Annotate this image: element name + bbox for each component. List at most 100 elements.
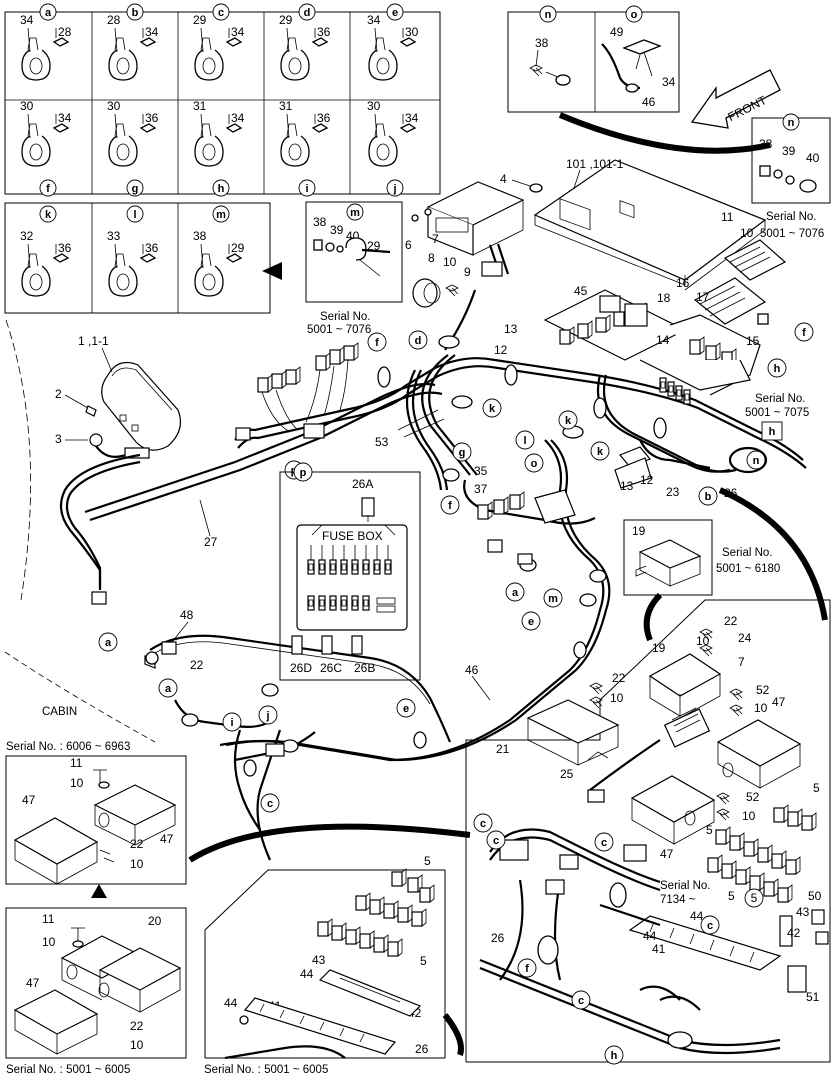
buzzer-8 (412, 278, 459, 308)
right-callout-c-2-ring (594, 832, 614, 852)
front-arrow: FRONT (558, 69, 781, 154)
right-part-10-13: 10 (742, 809, 756, 823)
right-part-22-0: 22 (724, 614, 738, 628)
clamp-g (108, 135, 138, 167)
box19-serial-range: 5001 ~ 6180 (716, 563, 780, 575)
main-callout-k-2-ring (482, 398, 502, 418)
detail-grid-k-m (4, 202, 282, 314)
callout-c: c (218, 7, 224, 19)
detail-box-n-serial: n 38 39 40 Serial No. 5001 ~ 7076 (751, 113, 831, 240)
left-box1-part-10b: 10 (130, 857, 144, 871)
right-callout-f-4: f (525, 963, 529, 975)
label-27: 27 (204, 535, 218, 549)
main-harness (59, 159, 807, 861)
main-callout-e-11: e (528, 616, 534, 628)
label-8: 8 (428, 251, 435, 265)
part-30-f: 30 (20, 99, 34, 113)
part-36-k: 36 (58, 241, 72, 255)
right-part-10-1: 10 (696, 634, 710, 648)
main-callout-b-21: b (705, 491, 712, 503)
label-37: 37 (474, 482, 488, 496)
right-part-25-11: 25 (560, 767, 574, 781)
part-39: 39 (330, 223, 344, 237)
callout-e: e (392, 7, 398, 19)
part-38-m: 38 (193, 229, 207, 243)
main-callout-b-21-ring (698, 486, 718, 506)
main-callout-j-15-ring (258, 705, 278, 725)
bottom-mid-part-44a: 44 (300, 967, 314, 981)
right-callout-c-2: c (601, 837, 607, 849)
right-part-5-16: 5 (706, 823, 713, 837)
main-callout-f-1-ring (367, 332, 387, 352)
part-34-j: 34 (405, 111, 419, 125)
main-callout-k-7-ring (590, 441, 610, 461)
callout-l-ring (126, 205, 144, 223)
right-detail-panel (465, 599, 831, 1063)
instrument-cluster (85, 362, 181, 459)
serial-h-label: Serial No. (755, 393, 806, 405)
label-16: 16 (676, 276, 690, 290)
main-callout-a-9-ring (505, 582, 525, 602)
right-part-47-14: 47 (660, 847, 674, 861)
right-part-7-3: 7 (738, 655, 745, 669)
part-31-h: 31 (193, 99, 207, 113)
callout-m-letter: m (350, 207, 360, 219)
main-callout-i-14: i (230, 717, 233, 729)
part-34-a: 34 (20, 13, 34, 27)
left-detail-box-2: 11 10 20 47 22 10 Serial No. : 5001 ~ 60… (5, 907, 187, 1076)
label-18: 18 (657, 291, 671, 305)
right-part-5-17: 5 (728, 889, 735, 903)
detail-box-m-serial: m 38 39 40 29 Serial No. 5001 ~ 7076 (305, 201, 403, 336)
right-part-47-9: 47 (772, 695, 786, 709)
left-detail-box-1: Serial No. : 6006 ~ 6963 11 10 47 22 10 … (5, 741, 187, 898)
label-45: 45 (574, 284, 588, 298)
callout-h: h (218, 183, 225, 195)
callout-g: g (132, 183, 139, 195)
right-callout-c-0: c (480, 818, 486, 830)
callout-f-ring (39, 179, 57, 197)
left-box2-part-10: 10 (42, 935, 56, 949)
callout-d: d (304, 7, 311, 19)
label-2: 2 (55, 387, 62, 401)
label-9: 9 (464, 265, 471, 279)
part-33-l: 33 (107, 229, 121, 243)
main-callout-a-12-ring (98, 632, 118, 652)
callout-k: k (45, 209, 52, 221)
left-box1-part-47b: 47 (160, 832, 174, 846)
part-36-d: 36 (317, 25, 331, 39)
left-box1-serial: Serial No. : 6006 ~ 6963 (6, 741, 130, 753)
main-callout-o-8-ring (524, 453, 544, 473)
right-part-43-19: 43 (796, 905, 810, 919)
box-m-serial-range: 5001 ~ 7076 (307, 324, 371, 336)
radio-module (411, 181, 525, 277)
box19-part: 19 (632, 524, 646, 538)
clamp-d (280, 49, 310, 81)
fuse-panels-p (693, 239, 787, 325)
fuse-box-title: FUSE BOX (322, 529, 383, 543)
part-38-n: 38 (535, 36, 549, 50)
right-part-52-12: 52 (746, 790, 760, 804)
cabin-label: CABIN (42, 706, 77, 718)
main-callout-o-8: o (531, 458, 538, 470)
bottom-middle-detail: Serial No. : 5001 ~ 6005 5 43 5 44 42 44… (188, 823, 471, 1076)
main-callout-d-0: d (415, 335, 422, 347)
callout-b-ring (126, 3, 144, 21)
main-callout-a-9: a (512, 587, 519, 599)
main-labels: 1 ,1-1 2 3 4 101 ,101-1 6 7 8 9 10 11 10… (4, 157, 809, 743)
fuse-part-26B: 26B (354, 661, 375, 675)
callout-o: o (631, 9, 638, 21)
connector-bank-left (235, 342, 359, 441)
part-34-f: 34 (58, 111, 72, 125)
part-29-m: 29 (231, 241, 245, 255)
main-callout-l-6: l (523, 435, 526, 447)
fuse-box-letter: p (300, 467, 307, 479)
right-part-44-20: 44 (690, 909, 704, 923)
label-14: 14 (656, 333, 670, 347)
